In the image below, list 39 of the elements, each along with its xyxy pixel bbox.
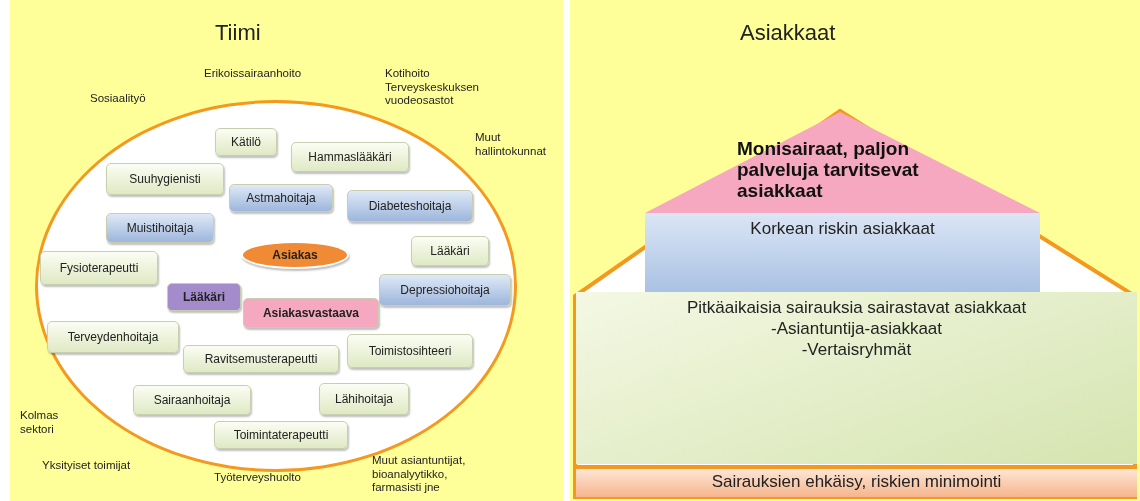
- text-label: Kolmas sektori: [20, 409, 60, 436]
- client-ellipse: Asiakas: [241, 241, 349, 269]
- tier-band: [576, 292, 1137, 464]
- text-label: Työterveyshuolto: [214, 471, 302, 485]
- text-label: Kotihoito Terveyskeskuksen vuodeosastot: [385, 67, 480, 108]
- role-box: Sairaanhoitaja: [133, 385, 251, 415]
- tier-label: Korkean riskin asiakkaat: [749, 219, 936, 239]
- role-box: Muistihoitaja: [106, 213, 214, 243]
- tier-label: Sairauksien ehkäisy, riskien minimointi: [710, 472, 1003, 492]
- text-label: Muut asiantuntijat, bioanalyytikko, farmasisti jne: [372, 454, 467, 495]
- role-box: Lääkäri: [167, 283, 241, 311]
- role-box: Ravitsemusterapeutti: [183, 345, 339, 373]
- base-band: [576, 465, 1137, 497]
- tier-label: Monisairaat, paljon palveluja tarvitsevat asiakkaat: [737, 138, 920, 201]
- role-box: Diabeteshoitaja: [347, 190, 473, 222]
- role-box: Asiakasvastaava: [243, 298, 379, 328]
- text-label: Yksityiset toimijat: [42, 459, 132, 473]
- role-box: Lähihoitaja: [319, 383, 409, 415]
- role-box: Depressiohoitaja: [379, 274, 511, 306]
- role-box: Astmahoitaja: [229, 184, 333, 212]
- tier-label: -Asiantuntija-asiakkaat: [770, 319, 943, 339]
- role-box: Toimintaterapeutti: [214, 421, 348, 449]
- panel-background: [570, 0, 1140, 501]
- tier-label: Pitkäaikaisia sairauksia sairastavat asiakkaat: [685, 298, 1028, 318]
- role-box: Fysioterapeutti: [40, 251, 158, 285]
- text-label: Muut hallintokunnat: [475, 131, 547, 158]
- panel-title: Tiimi: [215, 20, 261, 46]
- role-box: Lääkäri: [411, 236, 489, 266]
- panel-background: [10, 0, 563, 501]
- role-box: Suuhygienisti: [106, 163, 224, 195]
- role-box: Kätilö: [215, 128, 277, 156]
- role-box: Terveydenhoitaja: [47, 321, 179, 353]
- role-box: Hammaslääkäri: [291, 142, 409, 172]
- text-label: Erikoissairaanhoito: [204, 67, 303, 81]
- panel-title: Asiakkaat: [740, 20, 836, 46]
- tier-label: -Vertaisryhmät: [800, 340, 913, 360]
- tier-band: [645, 213, 1040, 293]
- text-label: Sosiaalityö: [90, 92, 147, 106]
- role-box: Toimistosihteeri: [347, 334, 473, 368]
